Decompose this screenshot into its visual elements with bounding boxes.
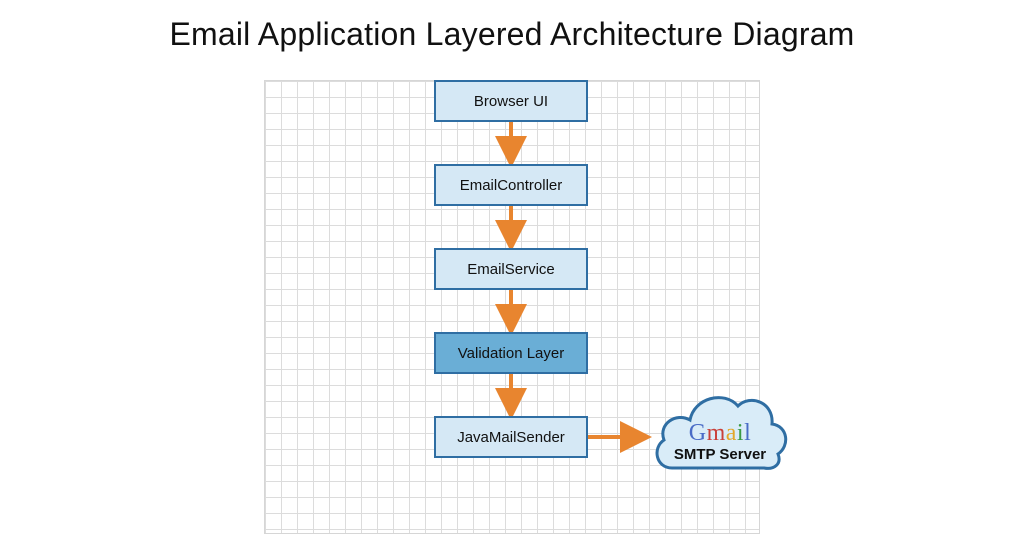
smtp-server-label: SMTP Server	[673, 446, 767, 463]
layer-java-mail-sender[interactable]: JavaMailSender	[434, 416, 588, 458]
layer-browser-ui[interactable]: Browser UI	[434, 80, 588, 122]
diagram-title: Email Application Layered Architecture D…	[169, 16, 855, 52]
layer-validation[interactable]: Validation Layer	[434, 332, 588, 374]
smtp-server-cloud[interactable]: Gmail SMTP Server	[650, 384, 790, 476]
layer-email-service[interactable]: EmailService	[434, 248, 588, 290]
cloud-icon	[655, 396, 788, 470]
gmail-logo: Gmail	[688, 420, 752, 446]
layer-email-controller[interactable]: EmailController	[434, 164, 588, 206]
